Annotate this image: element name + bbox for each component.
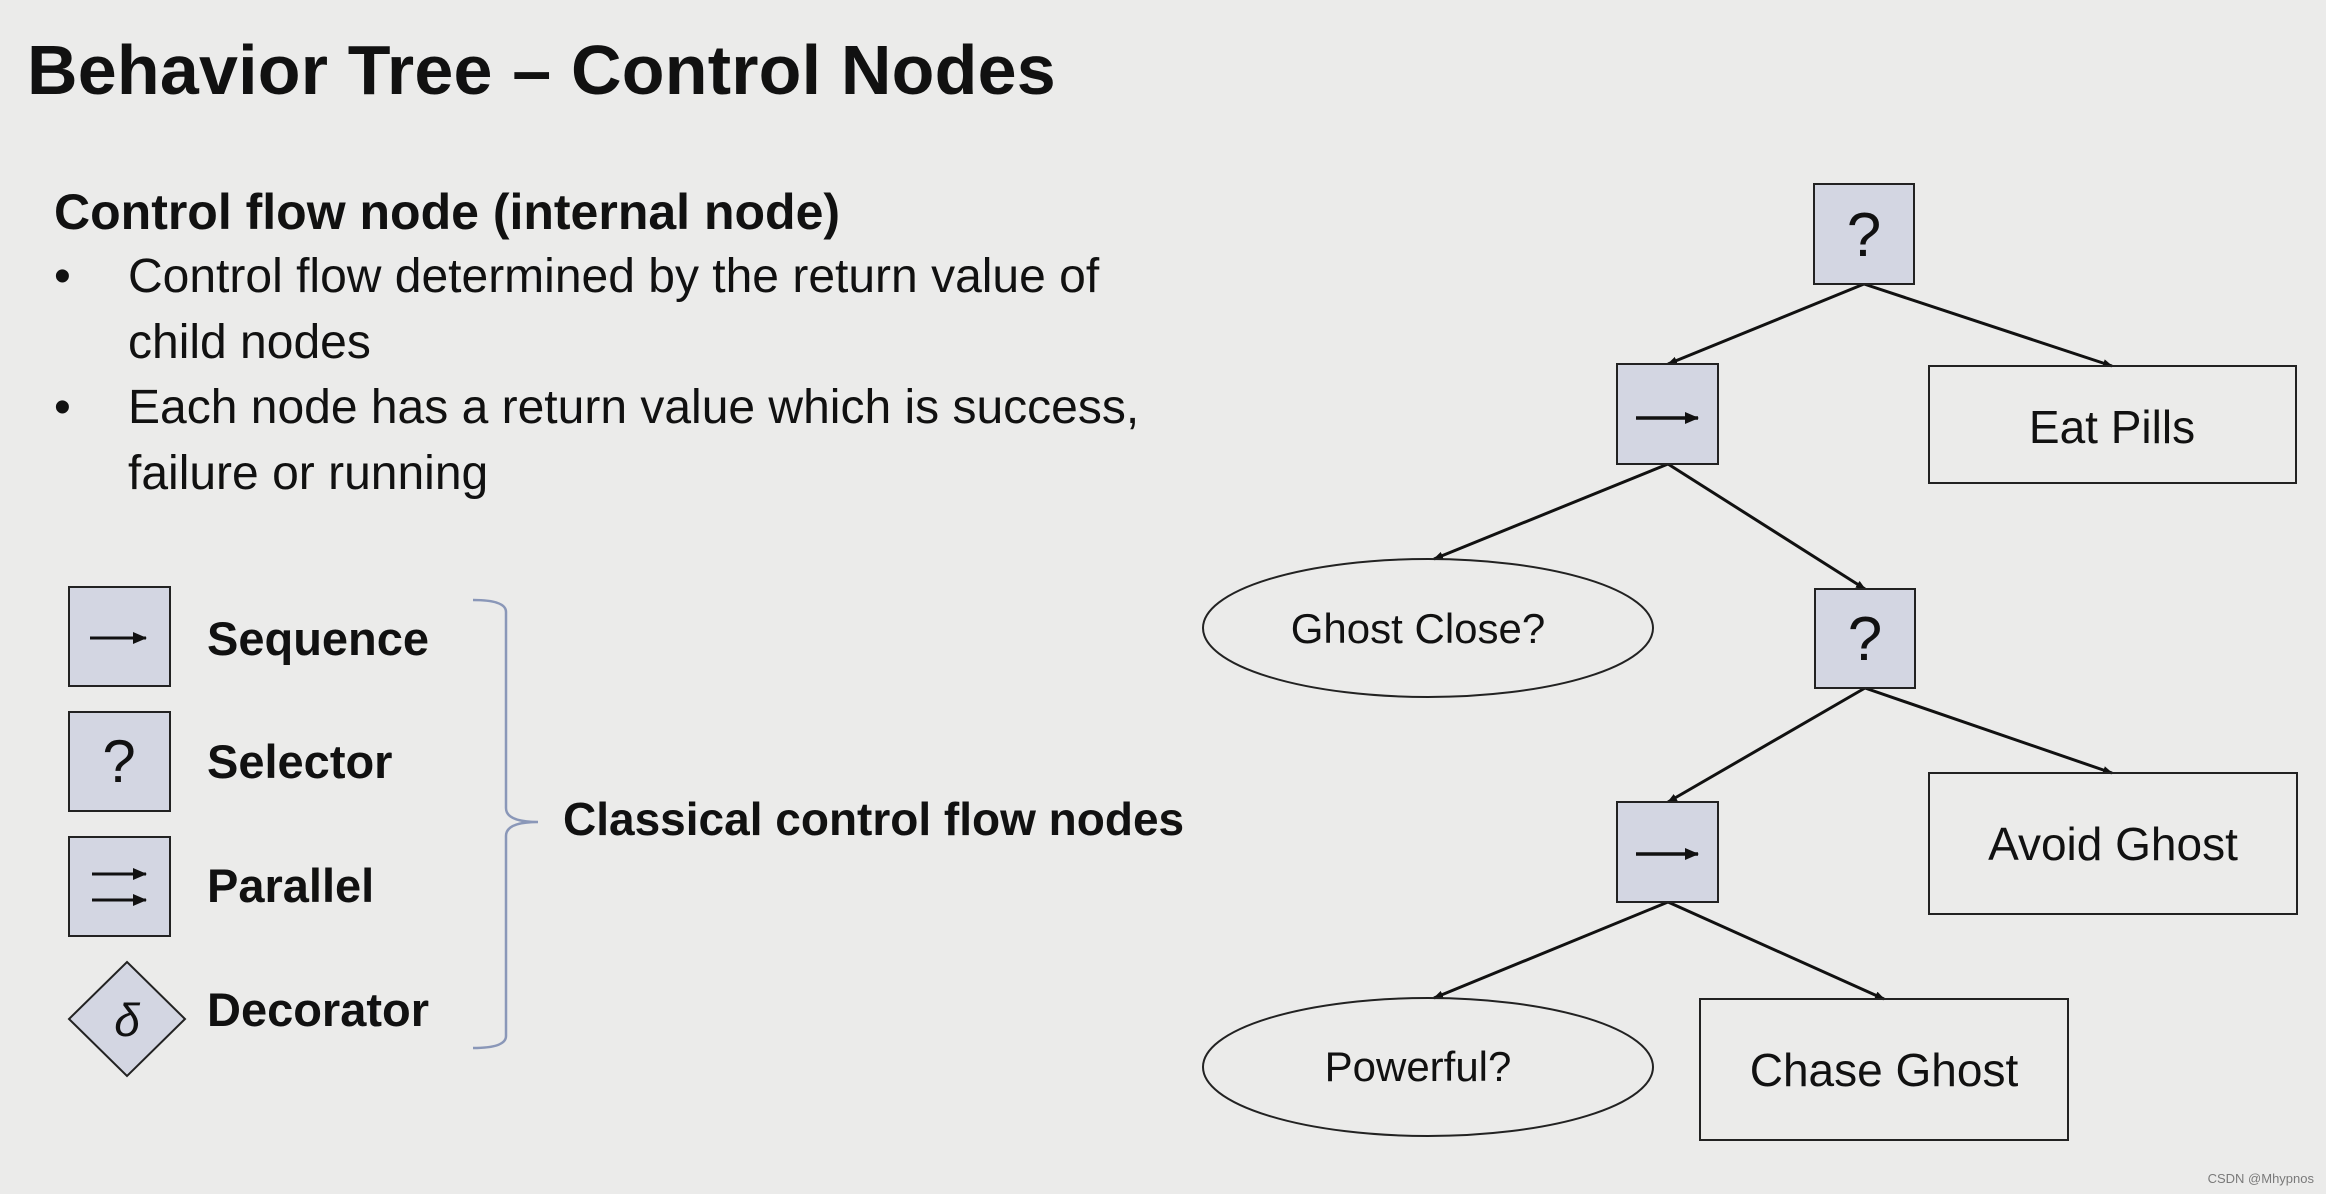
condition-label: Ghost Close? xyxy=(1291,605,1545,652)
question-mark-icon: ? xyxy=(1848,605,1882,674)
bullet-text-line-1: Control flow determined by the return va… xyxy=(128,250,1100,303)
tree-edge-root-selector-to-eat-pills xyxy=(1863,282,2113,368)
tree-edge-sequence-1-to-selector-2 xyxy=(1667,462,1866,591)
bullet-dot: • xyxy=(54,250,71,303)
tree-node-selector-2: ? xyxy=(1814,588,1916,689)
tree-node-sequence-2 xyxy=(1616,801,1719,903)
condition-label: Powerful? xyxy=(1325,1043,1512,1090)
bullet-text-line-1: Each node has a return value which is su… xyxy=(128,381,1140,434)
bullet-text-line-2: failure or running xyxy=(128,447,489,500)
legend-brace xyxy=(472,598,539,1050)
tree-node-root-selector: ? xyxy=(1813,183,1915,285)
question-mark-icon: ? xyxy=(102,728,135,795)
legend-parallel-icon xyxy=(68,836,171,937)
tree-node-sequence-1 xyxy=(1616,363,1719,465)
tree-edges xyxy=(1433,282,2113,1001)
legend-decorator-icon: δ xyxy=(67,960,187,1078)
tree-node-powerful: Powerful? xyxy=(1202,997,1654,1137)
action-label: Chase Ghost xyxy=(1750,1044,2019,1096)
delta-icon: δ xyxy=(114,994,140,1046)
classical-control-flow-label: Classical control flow nodes xyxy=(563,793,1185,845)
section-heading: Control flow node (internal node) xyxy=(54,184,841,240)
legend-label-selector: Selector xyxy=(207,735,393,788)
action-label: Avoid Ghost xyxy=(1988,818,2238,870)
slide-title: Behavior Tree – Control Nodes xyxy=(27,31,1056,109)
tree-edge-selector-2-to-avoid-ghost xyxy=(1864,686,2113,775)
credit-watermark: CSDN @Mhypnos xyxy=(2207,1171,2314,1186)
question-mark-icon: ? xyxy=(1847,201,1881,270)
bullet-dot: • xyxy=(54,381,71,434)
legend-label-sequence: Sequence xyxy=(207,612,430,665)
action-label: Eat Pills xyxy=(2029,401,2195,453)
tree-node-avoid-ghost: Avoid Ghost xyxy=(1928,772,2298,915)
bullet-text-line-2: child nodes xyxy=(128,316,371,369)
tree-edge-root-selector-to-sequence-1 xyxy=(1667,282,1865,366)
tree-edge-sequence-2-to-powerful xyxy=(1433,900,1669,1000)
tree-edge-sequence-1-to-ghost-close xyxy=(1433,462,1669,561)
legend-label-parallel: Parallel xyxy=(207,859,375,912)
tree-edge-selector-2-to-sequence-2 xyxy=(1667,686,1866,804)
tree-node-chase-ghost: Chase Ghost xyxy=(1699,998,2069,1141)
tree-node-ghost-close: Ghost Close? xyxy=(1202,558,1654,698)
tree-edge-sequence-2-to-chase-ghost xyxy=(1667,900,1885,1001)
legend-label-decorator: Decorator xyxy=(207,983,430,1036)
legend-sequence-icon xyxy=(68,586,171,687)
tree-node-eat-pills: Eat Pills xyxy=(1928,365,2297,484)
legend-selector-icon: ? xyxy=(68,711,171,812)
